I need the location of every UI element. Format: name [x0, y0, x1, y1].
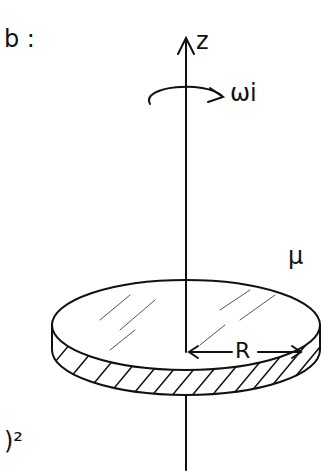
rotation-arrowhead: [208, 88, 223, 102]
rotation-arrow: [149, 87, 222, 104]
radius-arrowhead: [292, 346, 301, 358]
note-text: )²: [4, 428, 23, 454]
radius-line: [190, 351, 232, 353]
disk-side: [52, 325, 320, 395]
axis-line: [185, 395, 187, 470]
axis-arrowhead: [178, 38, 194, 54]
angular-velocity-label: ωi: [230, 80, 257, 106]
radius-line: [258, 351, 300, 353]
density-label: μ: [288, 243, 303, 269]
axis-label: z: [196, 28, 209, 54]
radius-arrowhead: [189, 346, 198, 358]
disk-top: [52, 280, 320, 370]
note-text: b :: [4, 26, 35, 52]
side-hatching: [40, 320, 328, 410]
radius-label: R: [235, 339, 250, 363]
